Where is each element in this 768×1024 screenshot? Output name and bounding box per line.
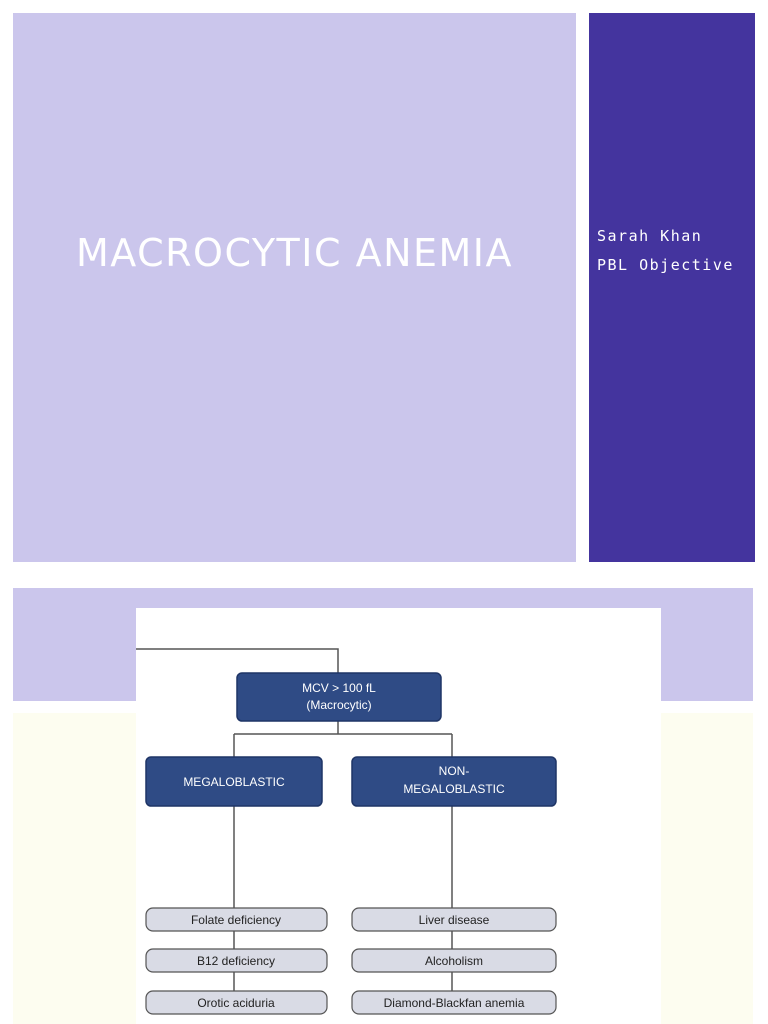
cause-pill: Diamond-Blackfan anemia [351,990,557,1015]
slide-subtitle: PBL Objective [597,256,734,274]
cause-pill: B12 deficiency [145,948,328,973]
non-megaloblastic-line2: MEGALOBLASTIC [403,782,505,796]
megaloblastic-node: MEGALOBLASTIC [145,756,323,807]
cause-pill: Folate deficiency [145,907,328,932]
non-megaloblastic-node: NON- MEGALOBLASTIC [351,756,557,807]
flowchart-image: MCV > 100 fL (Macrocytic) MEGALOBLASTIC … [136,608,661,1024]
flowchart-connectors [136,648,453,992]
root-node: MCV > 100 fL (Macrocytic) [236,672,442,722]
cause-orotic: Orotic aciduria [197,996,275,1010]
cause-b12: B12 deficiency [197,954,275,968]
cause-liver: Liver disease [419,913,490,927]
author-name: Sarah Khan [597,227,703,245]
connector-top [136,648,339,674]
cause-pill: Orotic aciduria [145,990,328,1015]
non-megaloblastic-line1: NON- [439,764,470,778]
root-node-line1: MCV > 100 fL [302,681,376,695]
title-slide-sidebar: Sarah Khan PBL Objective [589,13,755,562]
flowchart: MCV > 100 fL (Macrocytic) MEGALOBLASTIC … [136,648,557,1015]
slide-title: MACROCYTIC ANEMIA [76,231,513,275]
root-node-line2: (Macrocytic) [306,698,371,712]
title-slide-panel: MACROCYTIC ANEMIA [13,13,576,562]
cause-diamond-blackfan: Diamond-Blackfan anemia [384,996,525,1010]
cause-folate: Folate deficiency [191,913,281,927]
cause-pill: Liver disease [351,907,557,932]
megaloblastic-label: MEGALOBLASTIC [183,775,285,789]
cause-alcoholism: Alcoholism [425,954,483,968]
cause-pill: Alcoholism [351,948,557,973]
